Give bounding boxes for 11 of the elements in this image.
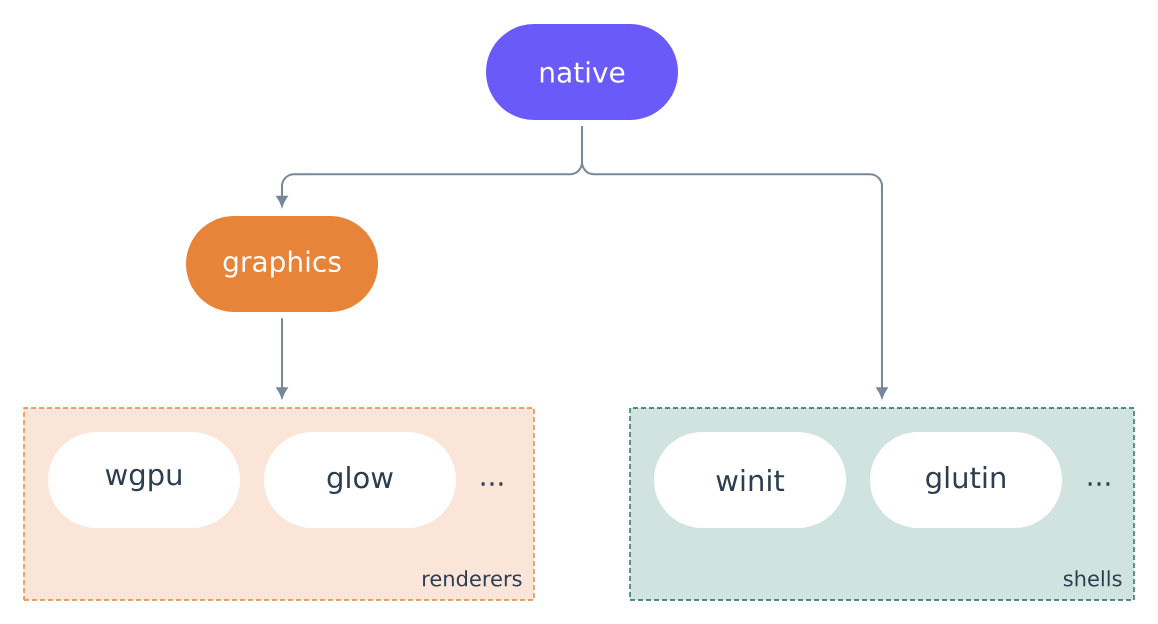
pill-node: winit — [654, 432, 846, 528]
pill-node: wgpu — [48, 432, 240, 528]
arrow — [581, 125, 888, 399]
group-label: renderers — [423, 570, 522, 587]
group-label: shells — [1063, 570, 1122, 587]
pill-node: glutin — [870, 432, 1062, 528]
arrow — [276, 317, 288, 399]
pill-node: graphics — [186, 216, 378, 312]
ellipsis-label: ... — [1088, 482, 1110, 486]
pill-node: glow — [264, 432, 456, 528]
pill-node: native — [486, 24, 678, 120]
